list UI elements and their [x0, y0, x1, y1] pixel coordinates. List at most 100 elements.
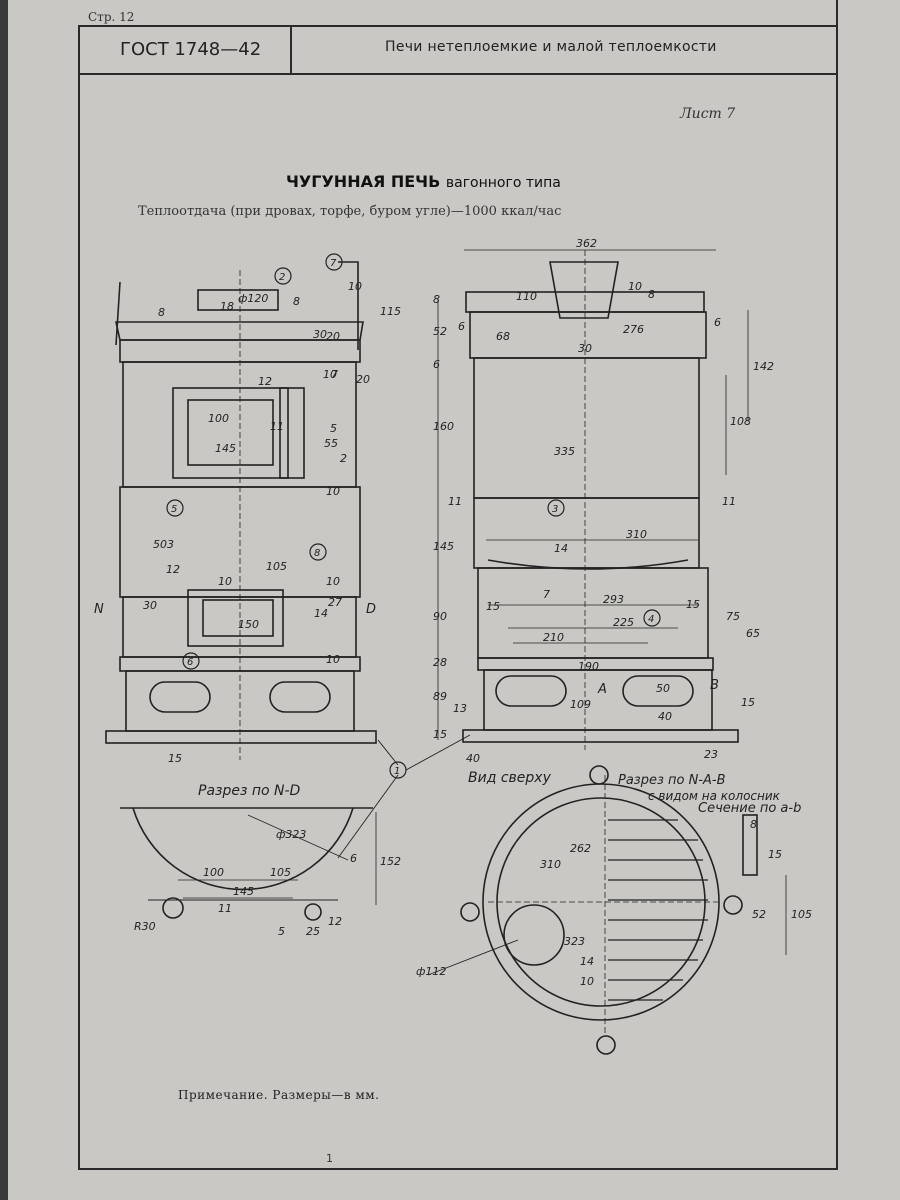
dim-top-14: 14	[580, 955, 594, 968]
dim-side-15d: 15	[741, 696, 755, 709]
letter-a: A	[597, 682, 607, 697]
section-ab-profile	[742, 814, 758, 876]
front-upper-door	[172, 387, 289, 479]
dim-side-40: 40	[658, 710, 672, 723]
dim-side-310: 310	[626, 528, 647, 541]
callout-6: 6	[187, 657, 193, 668]
dim-side-6b: 6	[714, 316, 721, 329]
letter-d: D	[366, 602, 376, 617]
dim-front-503: 503	[153, 538, 174, 551]
dim-side-13: 13	[453, 702, 467, 715]
dim-top-105: 105	[791, 908, 812, 921]
dim-section-152: 152	[380, 855, 401, 868]
dim-side-40b: 40	[466, 752, 480, 765]
label-grate-view: с видом на колосник	[648, 789, 781, 803]
heat-output-line: Теплоотдача (при дровах, торфе, буром уг…	[138, 204, 562, 219]
dim-front-145: 145	[215, 442, 236, 455]
front-handles	[115, 261, 359, 350]
dim-front-105: 105	[266, 560, 287, 573]
dim-side-108: 108	[730, 415, 751, 428]
dim-front-12b: 12	[166, 563, 180, 576]
dim-section-12: 12	[328, 915, 342, 928]
label-section-nd: Разрез по N-D	[198, 783, 301, 799]
callout-2: 2	[279, 272, 285, 283]
dim-top-10: 10	[580, 975, 594, 988]
standard-number: ГОСТ 1748—42	[120, 39, 262, 60]
callout-3-circle	[547, 499, 565, 517]
front-upper-hinge	[279, 387, 305, 479]
top-view-lug-top	[589, 765, 609, 785]
dim-section-145: 145	[233, 885, 254, 898]
dim-front-10: 10	[348, 280, 362, 293]
dim-top-15: 15	[768, 848, 782, 861]
dim-side-23: 23	[704, 748, 718, 761]
front-upper-body	[122, 361, 357, 488]
dim-section-105: 105	[270, 866, 291, 879]
dim-front-100: 100	[208, 412, 229, 425]
letter-b: B	[710, 678, 719, 693]
label-top-view: Вид сверху	[468, 770, 552, 786]
technical-drawing: 1 2 3 4 5 6 7 8 Разрез по N-D Вид сверху…	[94, 237, 812, 1055]
leader-1-c	[337, 774, 399, 859]
drawing-title-main: ЧУГУННАЯ ПЕЧЬ	[286, 172, 441, 191]
dim-top-8: 8	[750, 818, 757, 831]
dim-front-10f: 10	[326, 653, 340, 666]
page-number: Стр. 12	[88, 10, 135, 24]
callout-7-circle	[325, 253, 343, 271]
callout-1-circle	[389, 761, 407, 779]
document-page: Стр. 12 ГОСТ 1748—42 Печи нетеплоемкие и…	[8, 0, 900, 1200]
dim-front-10b: 10	[323, 368, 337, 381]
dim-side-11b: 11	[722, 495, 736, 508]
dim-top-323: 323	[564, 935, 585, 948]
dim-side-15: 15	[486, 600, 500, 613]
section-nd	[120, 807, 377, 921]
label-section-ab: Сечение по a-b	[698, 801, 801, 816]
dim-front-12: 12	[258, 375, 272, 388]
dim-section-6: 6	[350, 852, 357, 865]
dim-side-15c: 15	[433, 728, 447, 741]
dim-front-10d: 10	[218, 575, 232, 588]
callout-4: 4	[648, 614, 654, 625]
dim-front-14: 14	[314, 607, 328, 620]
section-nd-lug-right	[304, 903, 322, 921]
leader-112	[427, 939, 519, 976]
dim-front-115: 115	[380, 305, 401, 318]
front-view	[105, 261, 377, 760]
side-legs	[483, 669, 713, 731]
dim-side-10: 10	[628, 280, 642, 293]
top-view-flue-opening	[503, 904, 565, 966]
frame-right-border	[836, 0, 838, 1170]
top-view-lug-bottom	[596, 1035, 616, 1055]
top-view-lug-left	[460, 902, 480, 922]
dim-side-75: 75	[726, 610, 740, 623]
dim-side-52: 52	[433, 325, 447, 338]
dim-front-20: 20	[326, 330, 340, 343]
dim-top-262: 262	[570, 842, 591, 855]
section-nd-radius-line	[247, 814, 349, 861]
note: Примечание. Размеры—в мм.	[178, 1088, 380, 1102]
top-view	[460, 765, 787, 1055]
leader-1-a	[377, 739, 399, 766]
dim-top-f112: ф112	[416, 965, 446, 978]
dim-front-30: 30	[313, 328, 327, 341]
front-ash-door-inner	[202, 599, 274, 637]
dim-side-145: 145	[433, 540, 454, 553]
callout-5-circle	[166, 499, 184, 517]
dim-side-65: 65	[746, 627, 760, 640]
dim-front-11: 11	[270, 420, 284, 433]
callout-5: 5	[171, 504, 177, 515]
callout-8-circle	[309, 543, 327, 561]
dim-side-11: 11	[448, 495, 462, 508]
dim-section-f323: ф323	[276, 828, 306, 841]
dim-side-15b: 15	[686, 598, 700, 611]
dim-section-100: 100	[203, 866, 224, 879]
dim-side-110: 110	[516, 290, 537, 303]
side-section	[437, 249, 749, 750]
section-nd-shell	[132, 807, 354, 891]
side-vent-left	[495, 675, 567, 707]
section-title: Печи нетеплоемкие и малой теплоемкости	[385, 39, 717, 55]
callout-2-circle	[274, 267, 292, 285]
frame-bottom-border	[78, 1168, 838, 1170]
dim-side-362: 362	[576, 237, 597, 250]
front-ash-door	[187, 589, 284, 647]
